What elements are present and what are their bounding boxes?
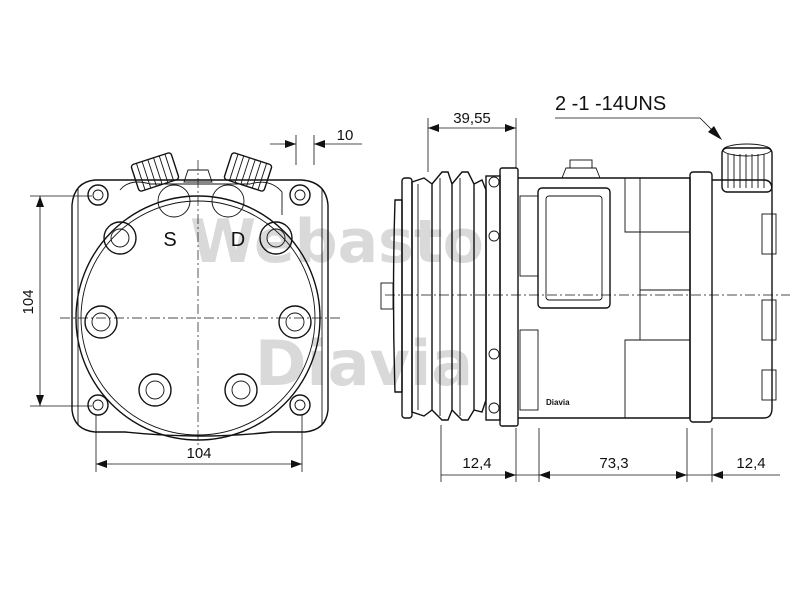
body-brand-label: Diavia <box>546 398 570 407</box>
suction-fitting <box>130 152 180 192</box>
side-view: Diavia 2 -1 -14UNS <box>380 93 790 482</box>
front-view: S D 104 104 10 <box>20 127 362 472</box>
clutch-dimension: 39,55 <box>427 110 517 172</box>
body-label-plate <box>537 187 611 309</box>
rear-head <box>689 171 777 423</box>
mounting-flange <box>71 179 329 437</box>
clutch-hub-nut <box>380 282 394 310</box>
fitting-dimension-label: 10 <box>337 127 354 144</box>
right-dimension-label: 12,4 <box>736 455 765 472</box>
left-dimension-label: 12,4 <box>462 455 491 472</box>
main-body-inner-circle <box>80 200 316 436</box>
suction-port-opening <box>157 184 191 218</box>
pulley <box>401 171 487 421</box>
bottom-dimensions: 12,4 73,3 12,4 <box>440 425 780 482</box>
height-dimension-label: 104 <box>20 289 37 314</box>
watermark: Webasto Diavia <box>190 207 484 400</box>
discharge-fitting <box>223 152 273 192</box>
thread-callout: 2 -1 -14UNS <box>555 93 722 140</box>
width-dimension: 104 <box>95 415 303 472</box>
watermark-webasto: Webasto <box>190 207 484 277</box>
discharge-port-label: D <box>231 229 245 251</box>
corner-mounting-holes <box>87 184 311 416</box>
fitting-dimension: 10 <box>270 127 362 165</box>
front-housing-flange <box>485 167 519 427</box>
height-dimension: 104 <box>20 195 92 407</box>
clutch-dimension-label: 39,55 <box>453 110 491 127</box>
thread-label: 2 -1 -14UNS <box>555 93 666 115</box>
top-center-nut <box>183 169 213 183</box>
body-dimension-label: 73,3 <box>599 455 628 472</box>
top-cover <box>119 181 283 215</box>
discharge-port-opening <box>211 184 245 218</box>
clutch-hub-plate <box>392 199 403 393</box>
main-body-circle <box>75 195 321 441</box>
suction-port-label: S <box>163 229 176 251</box>
service-valve-threaded <box>721 143 773 193</box>
width-dimension-label: 104 <box>186 445 211 462</box>
compressor-body: Diavia <box>518 159 691 419</box>
bolt-bosses <box>84 221 312 407</box>
